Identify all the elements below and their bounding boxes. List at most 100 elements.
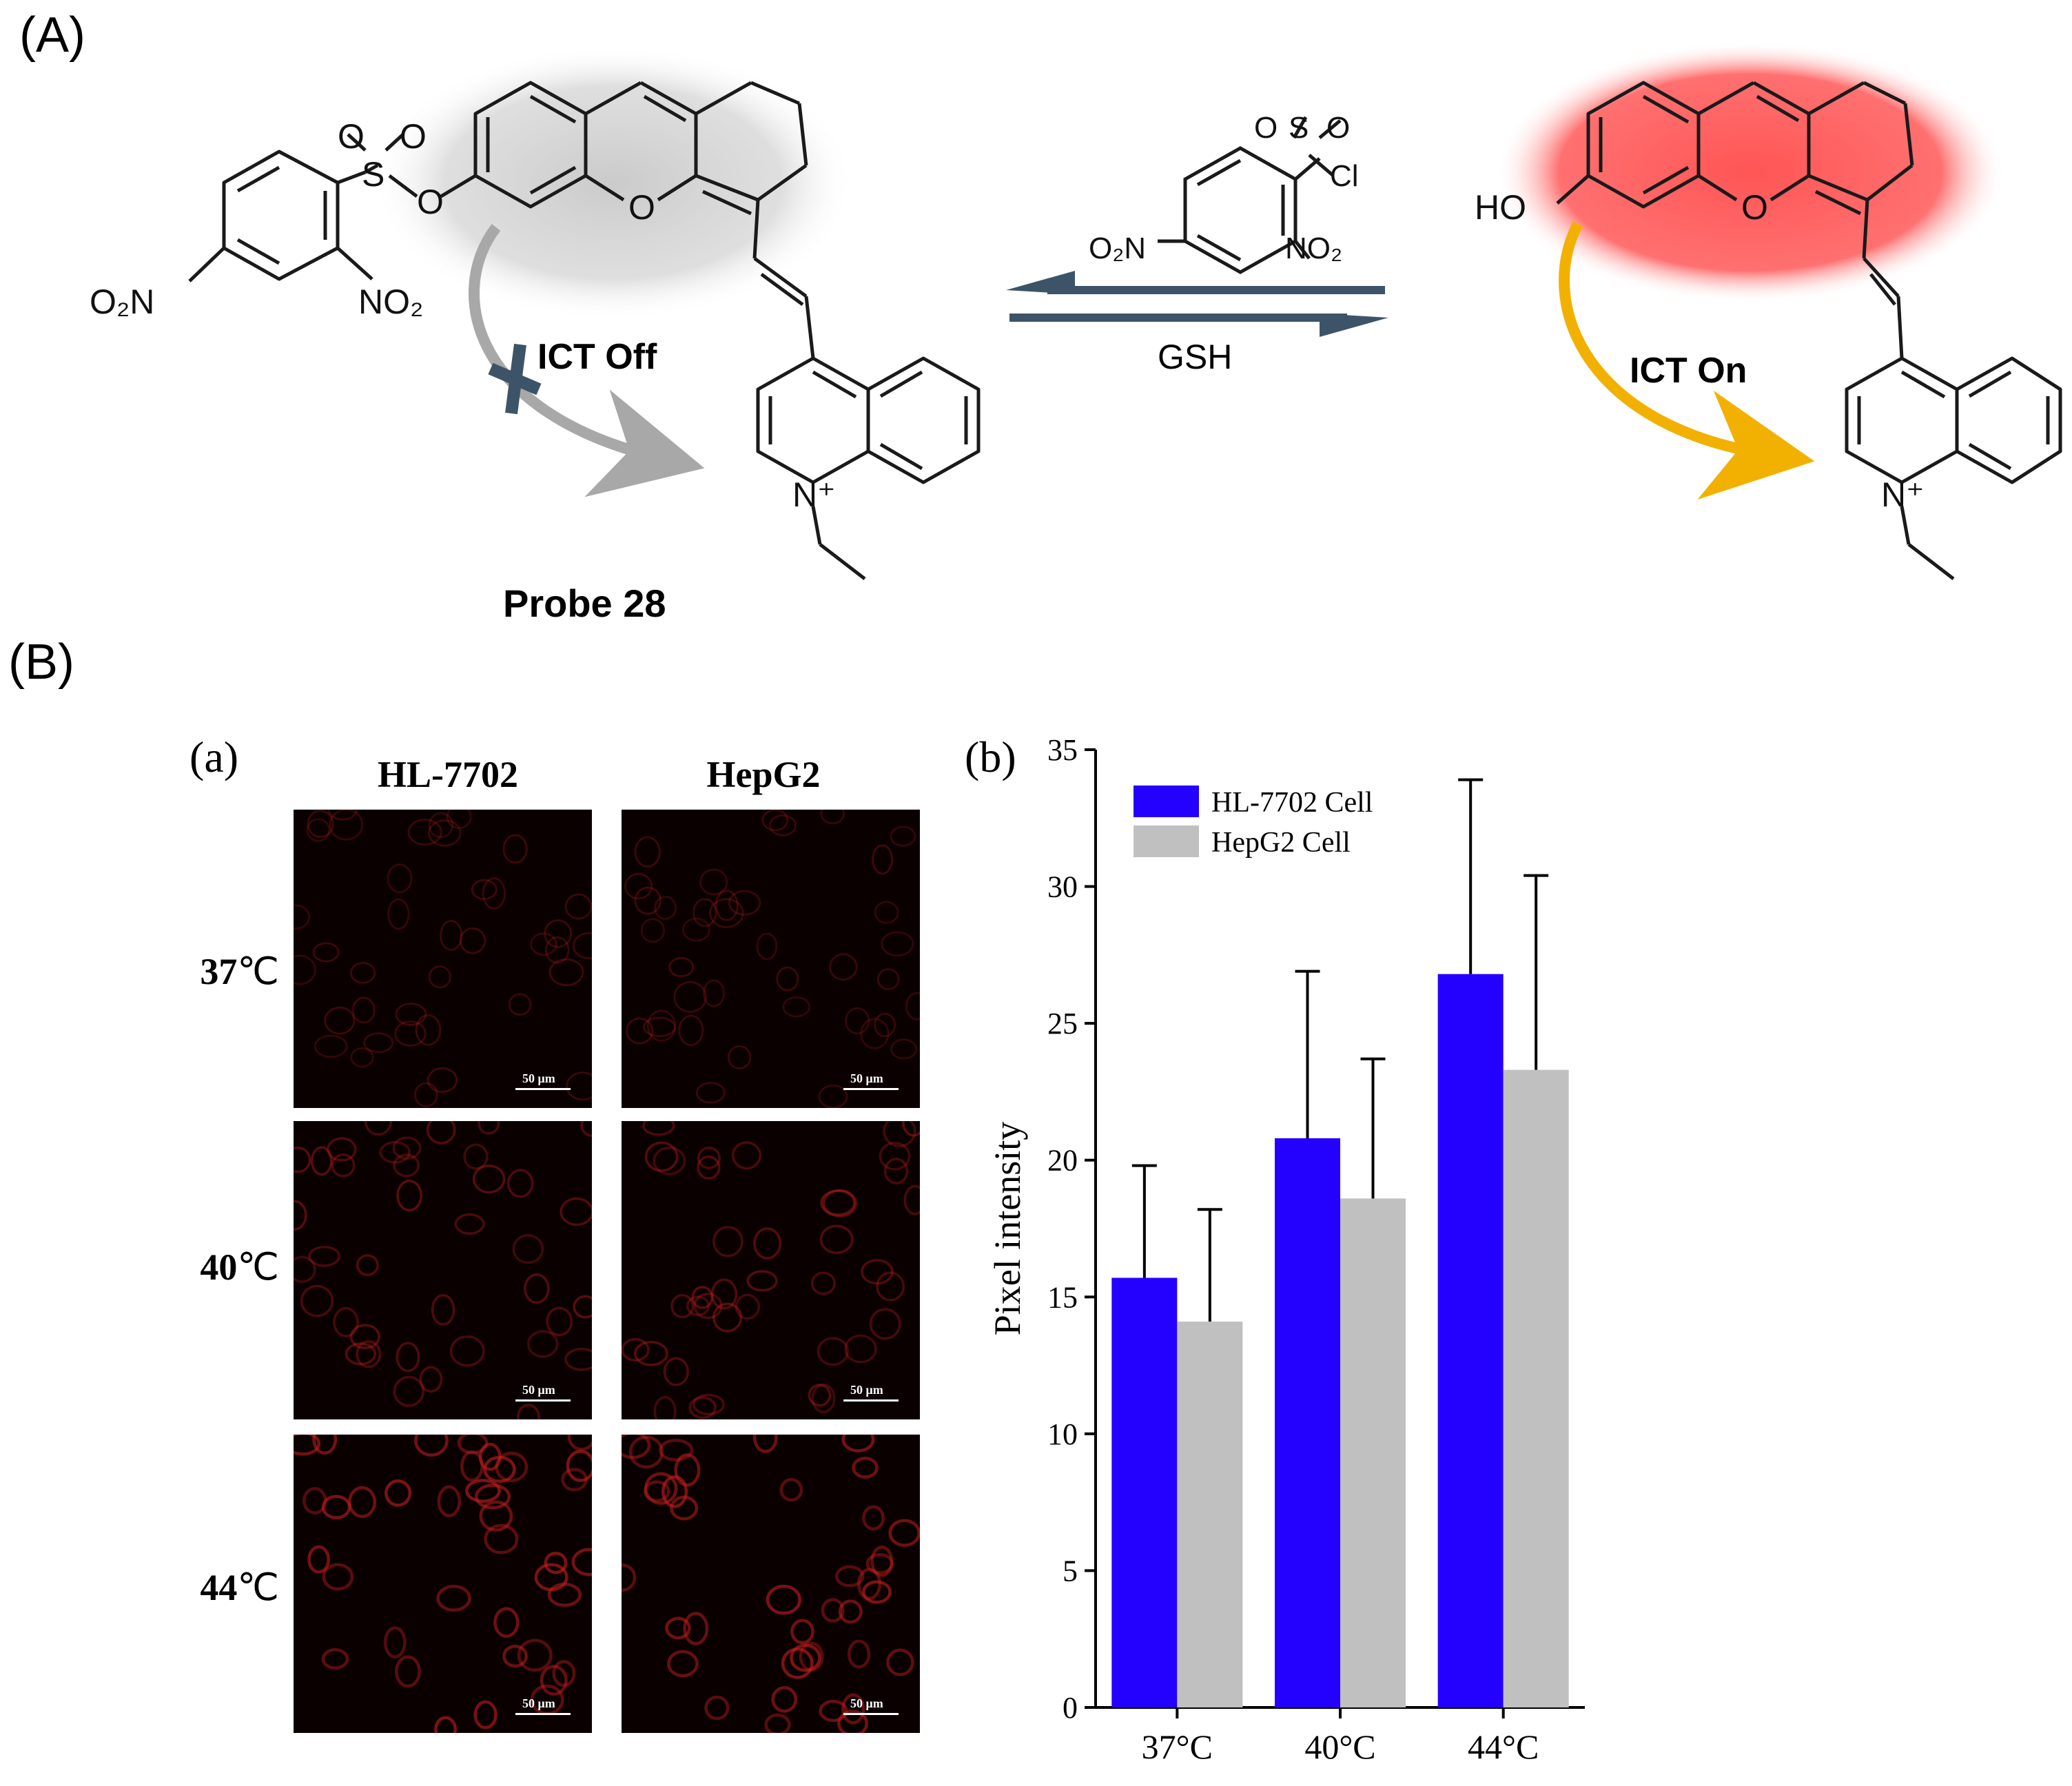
probe-atom-labels: O O S O O O₂N NO₂ N⁺ — [90, 117, 836, 514]
cell-mark — [865, 1552, 894, 1574]
cell-mark — [460, 1450, 484, 1482]
cell-mark — [415, 1014, 442, 1046]
cell-mark — [822, 1189, 857, 1218]
micrograph-hepg2-37: 50 μm — [622, 810, 920, 1108]
y-tick-label: 20 — [1047, 1144, 1078, 1178]
cell-mark — [493, 1607, 520, 1638]
ict-on-arrow — [1559, 221, 1815, 500]
cell-mark — [387, 898, 410, 930]
cell-mark — [573, 1295, 592, 1319]
cell-field — [294, 1121, 592, 1419]
cell-mark — [294, 904, 311, 930]
y-tick-label: 35 — [1047, 733, 1078, 767]
cell-mark — [653, 1395, 677, 1419]
cell-mark — [661, 1475, 688, 1508]
cell-mark — [633, 1340, 668, 1366]
cell-mark — [306, 818, 331, 842]
cell-mark — [482, 877, 506, 910]
cell-mark — [697, 1147, 721, 1169]
cell-mark — [363, 1032, 394, 1054]
bar-hepg2-cell — [1340, 1198, 1406, 1707]
sulfur-label: S — [362, 155, 384, 194]
cell-mark — [431, 1293, 455, 1326]
scale-bar — [843, 1088, 899, 1090]
micrograph-hl-7702-37: 50 μm — [294, 810, 592, 1108]
cell-mark — [841, 1435, 875, 1453]
cell-mark — [564, 893, 592, 920]
scale-bar-label: 50 μm — [850, 1383, 883, 1397]
cell-mark — [768, 814, 797, 836]
cell-mark — [790, 1643, 821, 1672]
cell-mark — [571, 1548, 592, 1577]
cell-mark — [351, 996, 376, 1024]
cell-mark — [530, 932, 557, 956]
reagent-atom-labels: S O O Cl O₂N NO₂ — [1089, 111, 1359, 265]
cell-mark — [566, 1071, 592, 1101]
cell-mark — [567, 1435, 592, 1451]
reagent-structure — [1158, 116, 1342, 274]
cell-mark — [572, 932, 592, 960]
cell-mark — [484, 1523, 519, 1554]
cell-mark — [883, 1158, 909, 1184]
cell-mark — [665, 1616, 691, 1640]
cell-mark — [710, 1278, 738, 1310]
legend-swatch — [1134, 786, 1199, 817]
cell-mark — [508, 993, 532, 1016]
cell-mark — [821, 1598, 845, 1623]
cell-mark — [869, 1308, 901, 1340]
cell-mark — [527, 1330, 559, 1358]
cell-mark — [517, 1404, 540, 1419]
cell-mark — [622, 1563, 637, 1592]
cell-mark — [782, 996, 811, 1018]
cell-mark — [327, 1137, 357, 1162]
ict-on-label: ICT On — [1630, 351, 1747, 391]
y-tick-label: 5 — [1063, 1554, 1078, 1588]
cell-mark — [829, 953, 858, 981]
cell-mark — [746, 1270, 778, 1292]
cell-mark — [691, 1286, 714, 1309]
reagent-chlorine: Cl — [1330, 159, 1359, 193]
cell-mark — [459, 927, 486, 954]
cell-mark — [307, 810, 334, 839]
scale-bar-label: 50 μm — [850, 1071, 883, 1085]
cell-mark — [436, 1585, 471, 1612]
cell-mark — [779, 1478, 803, 1502]
cell-mark — [890, 1038, 918, 1060]
cell-mark — [817, 1337, 849, 1366]
cell-mark — [659, 1439, 694, 1461]
cell-mark — [478, 1121, 500, 1135]
bar-hl-7702-cell — [1111, 1277, 1178, 1707]
cell-mark — [506, 1169, 534, 1198]
x-tick-label: 37°C — [1142, 1727, 1213, 1766]
cell-mark — [715, 890, 739, 921]
cell-mark — [790, 1619, 814, 1645]
cell-mark — [634, 836, 661, 868]
scale-bar — [843, 1713, 899, 1715]
ict-blocked-cross-icon — [488, 343, 542, 415]
ict-off-glow — [372, 45, 854, 320]
cell-mark — [495, 1451, 529, 1483]
reagent-gsh-label: GSH — [1158, 338, 1232, 376]
cell-mark — [307, 1545, 330, 1574]
cell-mark — [703, 979, 726, 1007]
cell-mark — [876, 1271, 905, 1302]
ester-oxygen-label: O — [417, 183, 444, 221]
cell-mark — [364, 1121, 393, 1136]
cell-field — [294, 810, 592, 1107]
cell-mark — [844, 1007, 870, 1035]
cell-mark — [312, 942, 340, 963]
cell-mark — [294, 1200, 307, 1231]
cell-mark — [870, 1546, 894, 1577]
y-tick-label: 15 — [1047, 1280, 1078, 1314]
bar-hl-7702-cell — [1275, 1138, 1340, 1707]
cell-mark — [819, 1699, 848, 1723]
cell-mark — [643, 1016, 676, 1038]
cell-mark — [886, 1648, 914, 1676]
cell-mark — [862, 1580, 892, 1604]
cell-mark — [860, 1018, 890, 1049]
cell-mark — [321, 1648, 349, 1670]
y-axis-label: Pixel intensity — [987, 1122, 1028, 1336]
cell-mark — [857, 1568, 882, 1601]
cell-mark — [534, 1563, 568, 1592]
